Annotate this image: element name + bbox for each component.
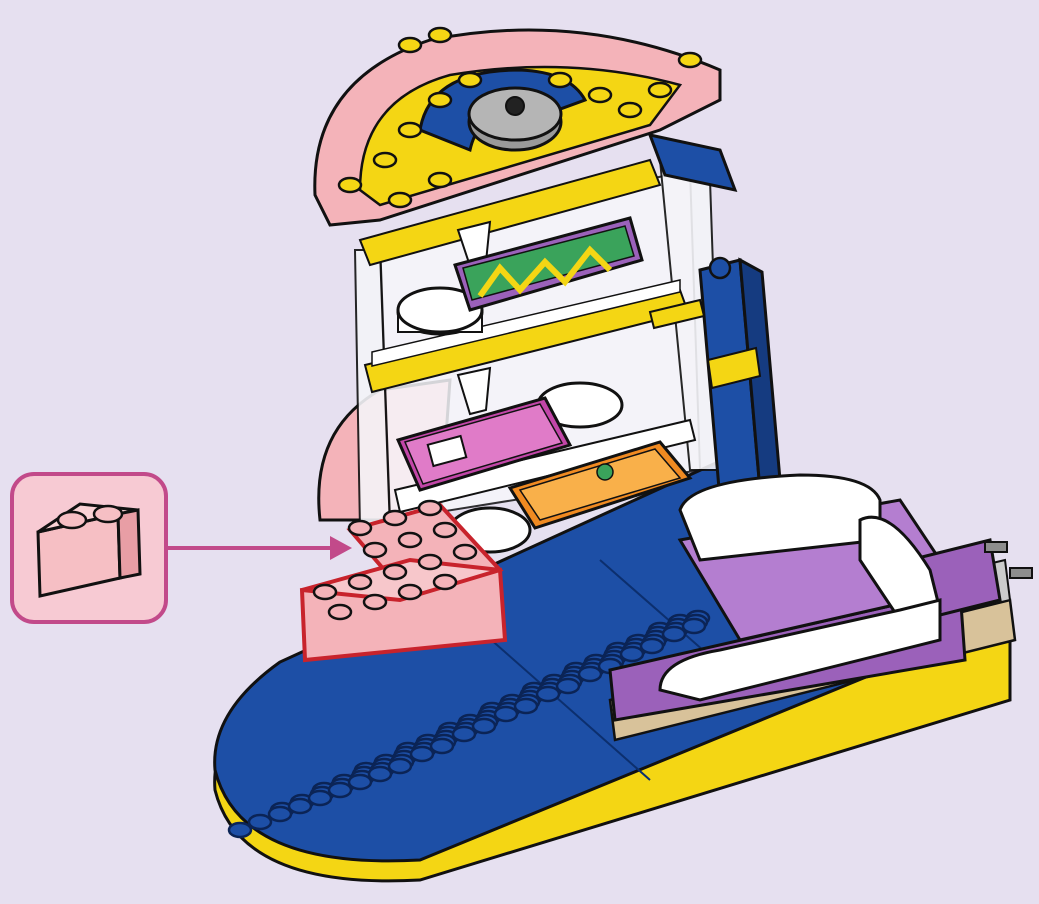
roof-stud [457, 71, 483, 89]
brick-stud [382, 509, 408, 527]
pillar-yellow-band [706, 346, 762, 390]
base-stud [307, 789, 333, 807]
cushion-front [658, 598, 942, 702]
pillar-stud [708, 256, 732, 280]
brick-stud [382, 563, 408, 581]
base-stud [639, 637, 665, 655]
brick-stud [362, 541, 388, 559]
base-stud [513, 697, 539, 715]
magenta-tile [395, 396, 573, 492]
shelf-top [358, 158, 662, 267]
base-stud [267, 805, 293, 823]
brick-stud [397, 583, 423, 601]
roof-stud [397, 36, 423, 54]
roof-stud [427, 26, 453, 44]
roof-stud [677, 51, 703, 69]
shelf-lower [393, 418, 697, 514]
callout-arrow-head [330, 536, 352, 560]
orange-tile-print [518, 448, 682, 521]
base-stud [429, 737, 455, 755]
base-stud [493, 705, 519, 723]
orange-tile-decor [596, 463, 614, 481]
brick-2x2-icon [36, 502, 142, 598]
roof-stud [337, 176, 363, 194]
brick-stud [397, 531, 423, 549]
base-stud [471, 717, 497, 735]
base-stud [387, 757, 413, 775]
brick-stud [432, 573, 458, 591]
green-tile [453, 216, 644, 312]
brick-stud [347, 573, 373, 591]
roof-stud [387, 191, 413, 209]
base-stud [661, 625, 687, 643]
base-stud [577, 665, 603, 683]
callout-stud-1 [56, 510, 88, 530]
brick-stud [432, 521, 458, 539]
brick-stud [362, 593, 388, 611]
brick-stud [327, 603, 353, 621]
brick-stud [417, 499, 443, 517]
magenta-tile-note [426, 434, 468, 468]
base-stud [619, 645, 645, 663]
roof-stud [647, 81, 673, 99]
highlighted-brick-studs [312, 499, 478, 621]
base-stud [535, 685, 561, 703]
brick-stud [417, 553, 443, 571]
white-sofa-cushions [658, 473, 942, 702]
base-stud [347, 773, 373, 791]
roof-stud [427, 171, 453, 189]
base-stud [247, 813, 273, 831]
hub-center [505, 96, 525, 116]
roof-studs [337, 26, 703, 209]
clip-2 [1009, 567, 1033, 579]
base-stud [681, 617, 707, 635]
base-stud [287, 797, 313, 815]
pillar-top [647, 132, 738, 193]
highlighted-new-bricks [299, 499, 508, 663]
pink-round-roof [313, 26, 722, 227]
baseplate-seam-1 [479, 629, 651, 781]
grey-hub [467, 86, 563, 152]
base-stud [451, 725, 477, 743]
pillar-clip [648, 298, 706, 330]
callout-brick-right [116, 508, 142, 580]
green-tile-pattern [477, 245, 613, 298]
roof-stud [397, 121, 423, 139]
base-stud [227, 821, 253, 839]
brick-stud [347, 519, 373, 537]
parts-callout [10, 472, 352, 624]
clip-1 [984, 541, 1008, 553]
blue-pillar [647, 132, 782, 502]
baseplate-studs [227, 609, 711, 839]
cushion-back [678, 473, 882, 562]
shelf-middle-white [371, 279, 681, 367]
base-stud [555, 677, 581, 695]
roof-stud [587, 86, 613, 104]
roof-stud [427, 91, 453, 109]
roof-stud [372, 151, 398, 169]
base-stud [409, 745, 435, 763]
roof-stud [617, 101, 643, 119]
base-stud [327, 781, 353, 799]
brick-stud [312, 583, 338, 601]
callout-stud-2 [92, 504, 124, 524]
base-stud [367, 765, 393, 783]
orange-tile [507, 440, 693, 530]
brick-stud [452, 543, 478, 561]
grey-clips [984, 541, 1033, 579]
dish-upper-top [396, 286, 484, 334]
goblet-mid [456, 366, 492, 416]
roof-stud [547, 71, 573, 89]
